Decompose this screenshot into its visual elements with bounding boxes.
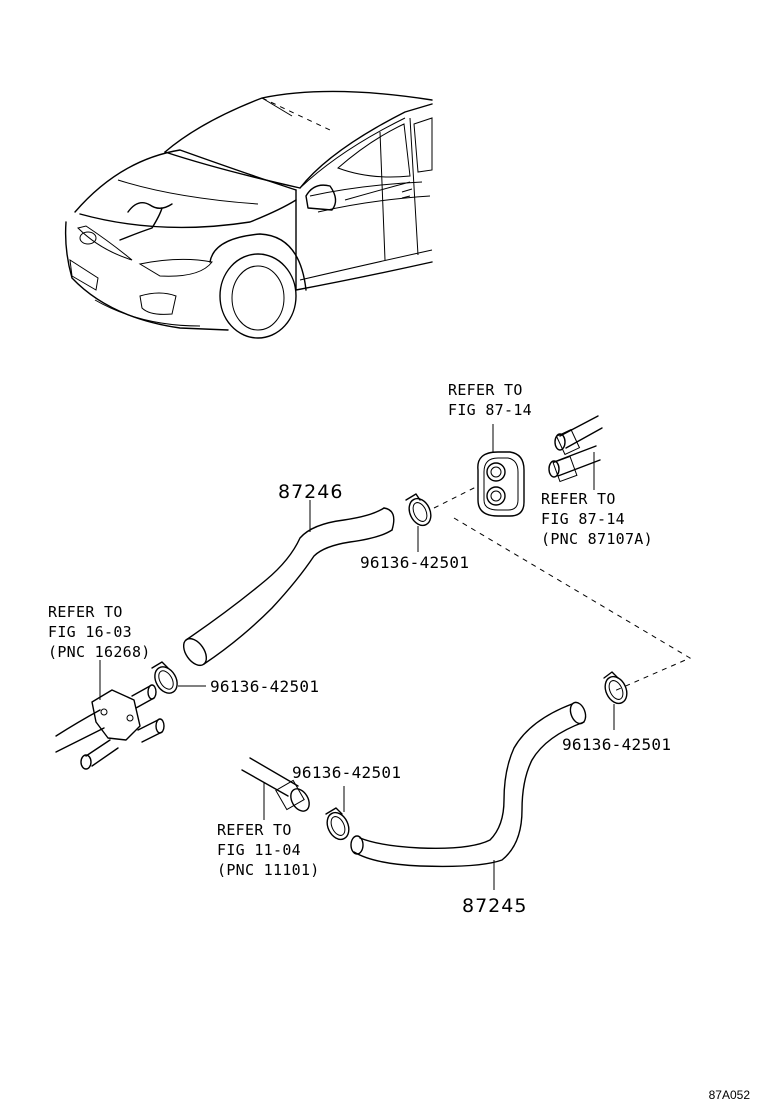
clamp-lower-right: [603, 671, 628, 730]
heater-pipes: [548, 415, 603, 490]
clamp-upper-left: [151, 661, 206, 694]
ref-line: REFER TO: [448, 381, 523, 399]
ref-line: REFER TO: [217, 821, 292, 839]
part-number-clamp-a[interactable]: 96136-42501: [360, 553, 470, 572]
hose-87246: [182, 500, 395, 667]
ref-line: FIG 11-04: [217, 841, 301, 859]
ref-engine-outlet: REFER TO FIG 11-04 (PNC 11101): [217, 820, 320, 880]
ref-line: REFER TO: [48, 603, 123, 621]
ref-heater-pipe: REFER TO FIG 87-14 (PNC 87107A): [541, 489, 653, 549]
ref-line: FIG 16-03: [48, 623, 132, 641]
part-number-87245[interactable]: 87245: [462, 895, 528, 917]
part-number-87246[interactable]: 87246: [278, 481, 344, 503]
part-number-clamp-c[interactable]: 96136-42501: [562, 735, 672, 754]
grommet-part: [477, 424, 525, 517]
clamp-upper-right: [405, 493, 432, 552]
water-bypass-joint: [55, 660, 165, 770]
ref-line: (PNC 87107A): [541, 530, 653, 548]
ref-line: REFER TO: [541, 490, 616, 508]
ref-line: (PNC 11101): [217, 861, 320, 879]
ref-water-bypass: REFER TO FIG 16-03 (PNC 16268): [48, 602, 151, 662]
ref-grommet: REFER TO FIG 87-14: [448, 380, 532, 420]
ref-line: FIG 87-14: [448, 401, 532, 419]
clamp-lower-left: [325, 786, 350, 841]
ref-line: (PNC 16268): [48, 643, 151, 661]
part-number-clamp-d[interactable]: 96136-42501: [292, 763, 402, 782]
engine-outlet-pipe: [241, 757, 310, 820]
diagram-code: 87A052: [708, 1088, 750, 1102]
ref-line: FIG 87-14: [541, 510, 625, 528]
vehicle-illustration: [64, 90, 433, 339]
hose-87245: [350, 701, 587, 890]
part-number-clamp-b[interactable]: 96136-42501: [210, 677, 320, 696]
